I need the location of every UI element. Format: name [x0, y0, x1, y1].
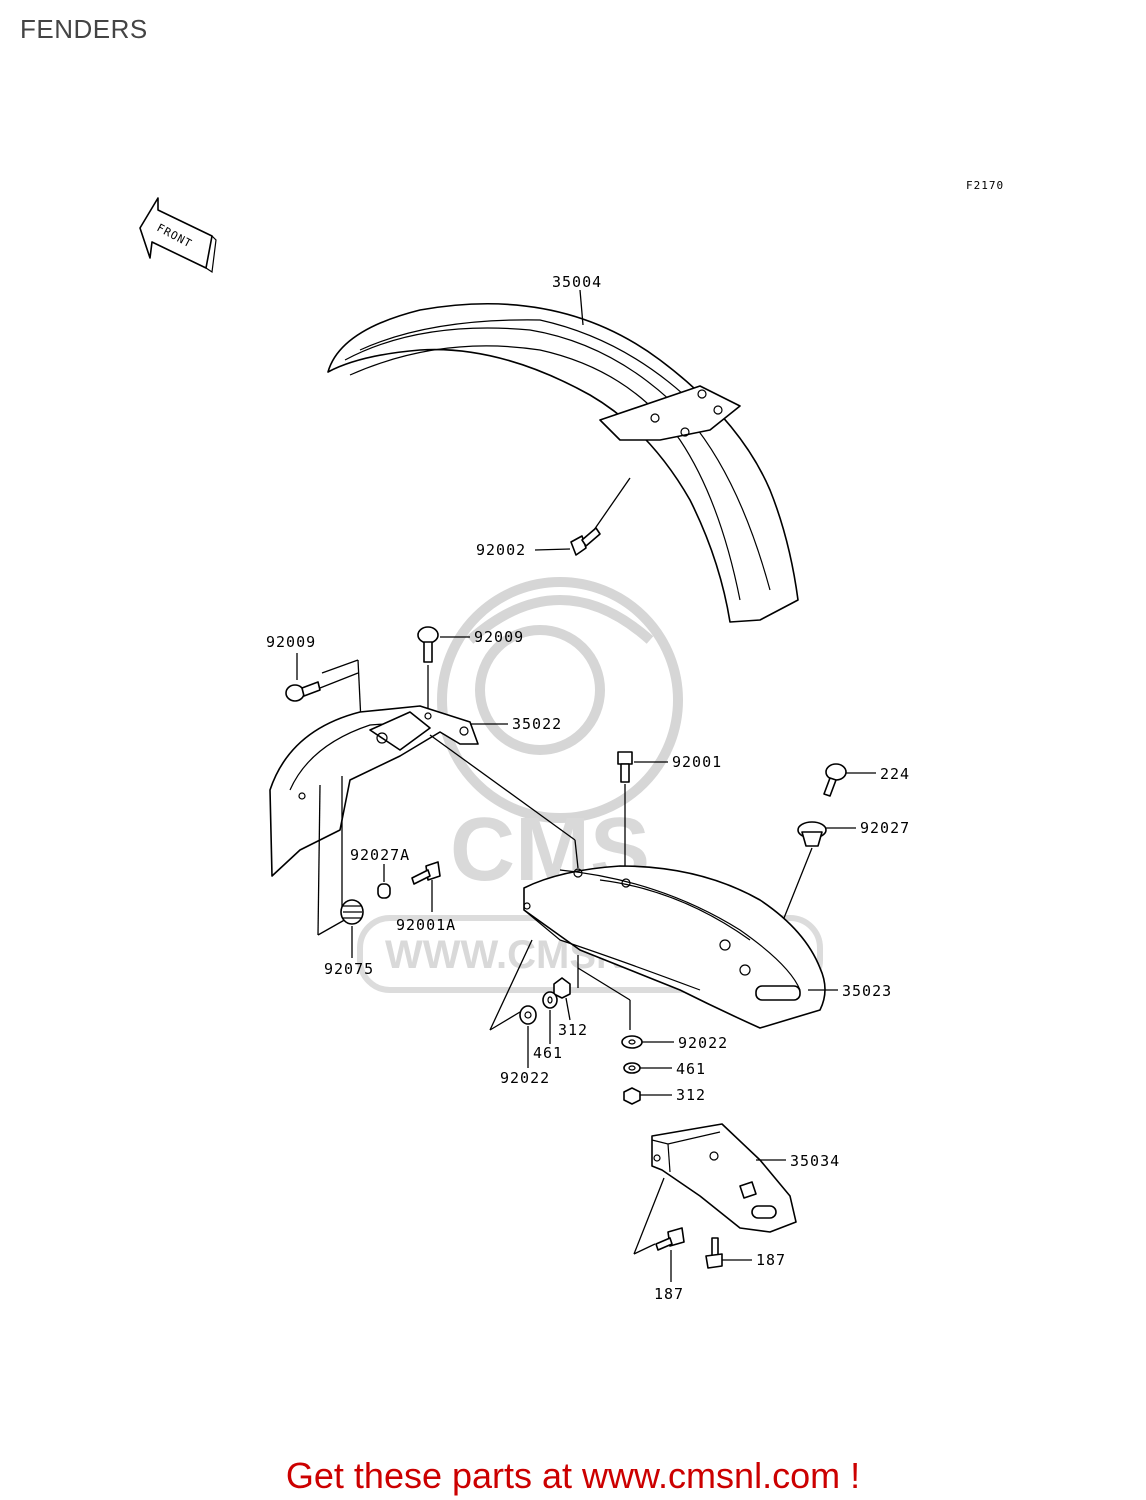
label-461-right: 461: [676, 1060, 706, 1078]
label-92027A: 92027A: [350, 846, 410, 864]
washer-92022-left-icon: [519, 1005, 537, 1025]
screw-224-icon: [823, 763, 847, 797]
bolt-187-right-icon: [705, 1237, 723, 1269]
label-312-right: 312: [676, 1086, 706, 1104]
washer-92022-right-icon: [621, 1035, 643, 1049]
label-312-left: 312: [558, 1021, 588, 1039]
grommet-92075-icon: [340, 899, 364, 925]
label-187-left: 187: [654, 1285, 684, 1303]
label-92022-left: 92022: [500, 1069, 550, 1087]
collar-92027-icon: [797, 821, 827, 847]
bolt-92009-top-icon: [417, 626, 439, 663]
label-35004: 35004: [552, 273, 602, 291]
label-461-left: 461: [533, 1044, 563, 1062]
bolt-92002-icon: [570, 527, 601, 556]
bolt-92001-icon: [617, 751, 633, 783]
front-fender: [327, 302, 799, 623]
nut-312-right-icon: [623, 1087, 641, 1105]
label-92009-left: 92009: [266, 633, 316, 651]
washer-461-left-icon: [542, 991, 558, 1009]
rear-inner-fender: [269, 705, 479, 877]
label-92027: 92027: [860, 819, 910, 837]
label-92075: 92075: [324, 960, 374, 978]
rear-bracket: [651, 1123, 797, 1233]
collar-92027A-icon: [377, 883, 391, 899]
label-92022-right: 92022: [678, 1034, 728, 1052]
watermark-mascot-icon: [437, 577, 683, 823]
washer-461-right-icon: [623, 1062, 641, 1074]
bolt-187-left-icon: [655, 1227, 685, 1251]
page-title: FENDERS: [20, 14, 148, 44]
label-35023: 35023: [842, 982, 892, 1000]
label-92001: 92001: [672, 753, 722, 771]
bolt-92001A-icon: [411, 861, 441, 885]
label-92001A: 92001A: [396, 916, 456, 934]
label-35034: 35034: [790, 1152, 840, 1170]
rear-fender: [523, 865, 826, 1029]
bolt-92009-left-icon: [285, 681, 321, 702]
footer-link[interactable]: Get these parts at www.cmsnl.com !: [285, 1455, 861, 1496]
label-224: 224: [880, 765, 910, 783]
label-92002: 92002: [476, 541, 526, 559]
front-arrow-icon: FRONT: [139, 197, 217, 274]
label-187-right: 187: [756, 1251, 786, 1269]
label-92009-top: 92009: [474, 628, 524, 646]
figure-ref: F2170: [966, 179, 1004, 192]
label-35022: 35022: [512, 715, 562, 733]
